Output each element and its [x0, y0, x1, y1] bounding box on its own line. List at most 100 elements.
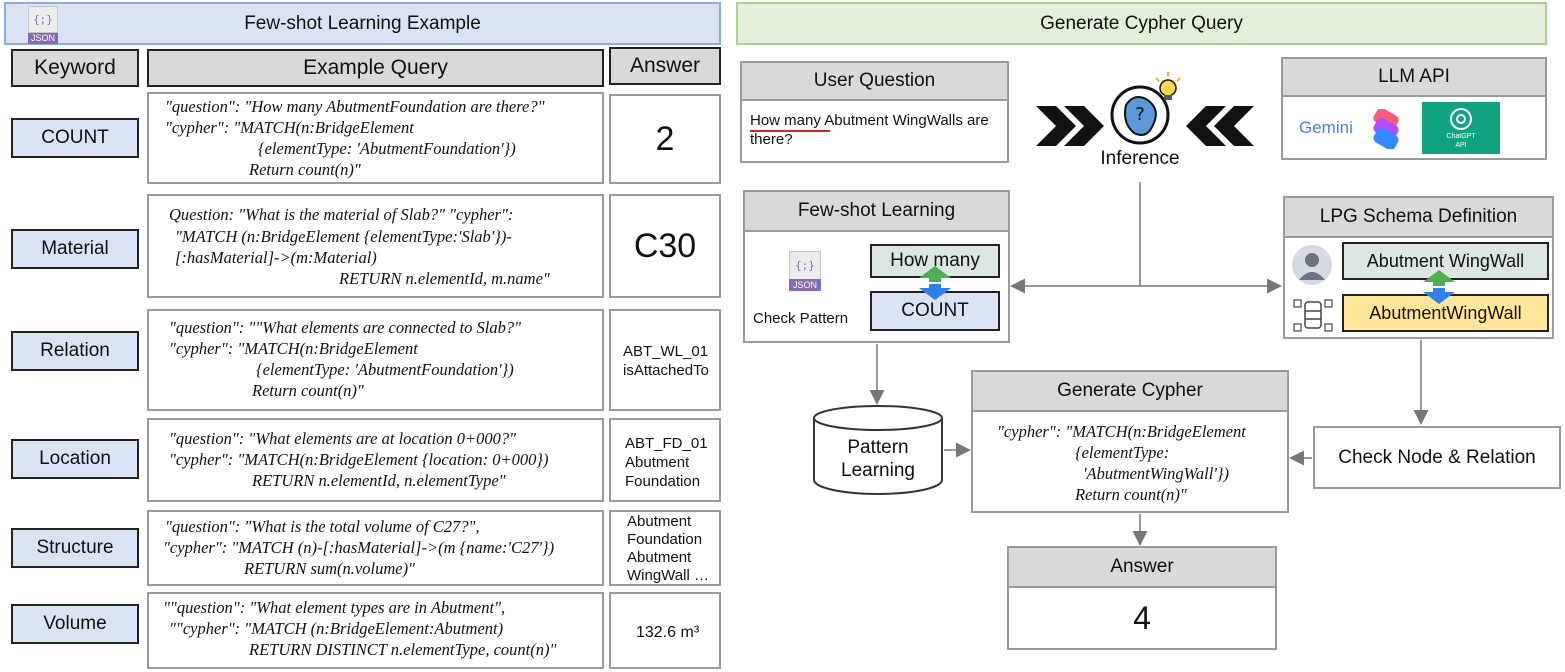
chatgpt-api-logo: ChatGPT API: [1422, 102, 1500, 154]
keyword-structure: Structure: [11, 528, 139, 568]
keyword-relation: Relation: [11, 331, 139, 371]
chevron-left-icon: [1186, 106, 1226, 146]
cypher-line: "cypher": "MATCH(n:BridgeElement: [997, 422, 1246, 441]
keyword-volume: Volume: [11, 604, 139, 644]
example-query-material: Question: "What is the material of Slab?…: [147, 194, 604, 298]
database-network-icon: [1293, 299, 1333, 332]
cypher-line: 'AbutmentWingWall'}): [1083, 464, 1229, 483]
json-file-icon-tag: JSON: [28, 32, 58, 44]
gemini-logo: Gemini: [1299, 118, 1353, 137]
user-avatar-icon: [1292, 245, 1332, 285]
answer-value: WingWall …: [627, 567, 709, 584]
query-line: RETURN sum(n.volume)": [244, 559, 415, 578]
api-label: API: [1455, 142, 1467, 149]
answer-value: Foundation: [625, 473, 701, 490]
answer-value: ABT_FD_01: [625, 435, 708, 452]
pattern-learning-label-2: Learning: [841, 460, 915, 481]
query-line: "MATCH (n:BridgeElement {elementType:'Sl…: [175, 227, 512, 246]
keyword-count: COUNT: [11, 118, 139, 158]
pattern-learning-label-1: Pattern: [847, 437, 909, 458]
query-line: "cypher": "MATCH(n:BridgeElement {locati…: [169, 450, 549, 469]
user-question-text-line1: How many Abutment WingWalls are: [750, 112, 989, 129]
answer-value: Abutment: [627, 549, 692, 566]
answer-relation: ABT_WL_01 isAttachedTo: [609, 309, 721, 411]
query-line: Return count(n)": [252, 381, 364, 400]
swap-arrows-icon: [919, 266, 951, 300]
answer-material: C30: [609, 194, 721, 298]
chatgpt-label: ChatGPT: [1446, 133, 1476, 140]
header-keyword: Keyword: [11, 49, 139, 87]
cypher-line: {elementType:: [1075, 443, 1170, 462]
answer-value: Abutment: [627, 513, 692, 530]
example-query-structure: "question": "What is the total volume of…: [147, 510, 604, 586]
query-line: "cypher": "MATCH (n)-[:hasMaterial]->(m …: [163, 538, 555, 557]
query-line: {elementType: 'AbutmentFoundation'}): [258, 139, 516, 158]
check-pattern-label: Check Pattern: [753, 310, 849, 327]
generate-cypher-box: "cypher": "MATCH(n:BridgeElement {elemen…: [971, 410, 1289, 513]
header-answer: Answer: [609, 47, 721, 85]
answer-value: Foundation: [627, 531, 703, 548]
answer-location: ABT_FD_01 Abutment Foundation: [609, 418, 721, 502]
query-line: RETURN n.elementId, n.elementType": [252, 471, 506, 490]
query-line: "question": ""What elements are connecte…: [169, 318, 522, 337]
answer-value: 2: [655, 119, 675, 158]
query-line: RETURN DISTINCT n.elementType, count(n)": [249, 640, 557, 659]
lpg-schema-box: Abutment WingWall AbutmentWingWall: [1283, 236, 1554, 339]
answer-value: C30: [633, 226, 697, 265]
chevron-right-icon: [1064, 106, 1104, 146]
header-example-query: Example Query: [147, 49, 604, 87]
inference-graphic: ?: [1036, 72, 1254, 146]
shortcuts-icon: [1373, 109, 1399, 149]
query-line: Question: "What is the material of Slab?…: [169, 205, 514, 224]
query-line: "question": "What is the total volume of…: [165, 517, 480, 536]
right-title: Generate Cypher Query: [736, 2, 1547, 45]
answer-count: 2: [609, 94, 721, 184]
cypher-line: Return count(n)": [1075, 485, 1187, 504]
openai-icon: [1450, 108, 1472, 130]
answer-structure: Abutment Foundation Abutment WingWall …: [609, 510, 721, 586]
user-question-box: How many Abutment WingWalls are there?: [740, 99, 1009, 163]
chevron-right-icon: [1036, 106, 1076, 146]
chevron-left-icon: [1214, 106, 1254, 146]
user-question-text-line2: there?: [750, 131, 793, 148]
final-answer-box: 4: [1007, 586, 1277, 650]
query-line: "cypher": "MATCH(n:BridgeElement: [169, 339, 418, 358]
keyword-material: Material: [11, 229, 139, 269]
question-underline: [750, 130, 830, 132]
query-line: RETURN n.elementId, m.name": [339, 269, 550, 288]
natural-term-chip: Abutment WingWall: [1342, 242, 1549, 280]
lightbulb-icon: [1155, 72, 1181, 100]
generate-cypher-title: Generate Cypher: [971, 370, 1289, 412]
json-file-icon-tag: JSON: [789, 279, 821, 291]
answer-value: isAttachedTo: [623, 362, 709, 379]
answer-volume: 132.6 m³: [609, 592, 721, 669]
inference-label: Inference: [1100, 148, 1180, 169]
example-query-volume: ""question": "What element types are in …: [147, 592, 604, 669]
query-line: "question": "What elements are at locati…: [169, 429, 517, 448]
few-shot-learning-box: {;} JSON Check Pattern How many COUNT: [743, 230, 1010, 343]
example-query-count: "question": "How many AbutmentFoundation…: [147, 92, 604, 184]
keyword-location: Location: [11, 439, 139, 479]
answer-value: 132.6 m³: [636, 624, 700, 641]
llm-api-box: Gemini ChatGPT API: [1281, 95, 1547, 160]
query-line: {elementType: 'AbutmentFoundation'}): [256, 360, 514, 379]
json-file-icon-page: {;}: [28, 6, 58, 34]
query-line: "cypher": "MATCH(n:BridgeElement: [165, 118, 414, 137]
json-file-icon: {;} JSON: [789, 251, 821, 291]
answer-value: Abutment: [625, 454, 690, 471]
answer-value: ABT_WL_01: [623, 343, 709, 360]
svg-text:?: ?: [1135, 104, 1145, 125]
query-line: "question": "How many AbutmentFoundation…: [165, 97, 545, 116]
json-file-icon: {;} JSON: [28, 6, 58, 44]
check-node-relation-box: Check Node & Relation: [1313, 426, 1561, 489]
left-title: Few-shot Learning Example: [244, 12, 481, 34]
pattern-learning-database: [813, 405, 943, 495]
example-query-relation: "question": ""What elements are connecte…: [147, 309, 604, 411]
brain-question-icon: ?: [1110, 85, 1170, 145]
query-line: Return count(n)": [249, 160, 361, 179]
left-title-bar: [4, 2, 721, 45]
query-line: [:hasMaterial]->(m:Material): [175, 248, 377, 267]
query-line: ""question": "What element types are in …: [163, 598, 506, 617]
swap-arrows-icon: [1423, 270, 1455, 304]
